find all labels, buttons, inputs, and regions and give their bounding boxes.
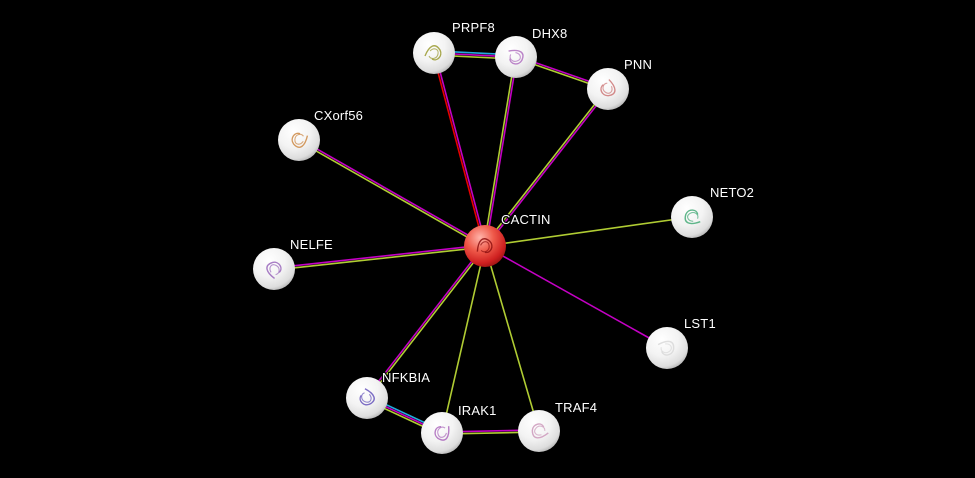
protein-structure-glyph bbox=[600, 79, 616, 97]
edge-line-textmining bbox=[483, 87, 608, 247]
node-label-CXorf56: CXorf56 bbox=[314, 108, 363, 123]
node-sphere bbox=[421, 412, 463, 454]
node-sphere bbox=[495, 36, 537, 78]
edge-line-textmining bbox=[297, 140, 486, 248]
node-label-CACTIN: CACTIN bbox=[501, 212, 551, 227]
edge-DHX8-CACTIN[interactable] bbox=[483, 56, 518, 247]
protein-structure-glyph bbox=[657, 340, 675, 356]
node-IRAK1[interactable] bbox=[421, 412, 463, 454]
edge-line-textmining bbox=[484, 216, 693, 247]
node-label-PRPF8: PRPF8 bbox=[452, 20, 495, 35]
node-CXorf56[interactable] bbox=[278, 119, 320, 161]
node-sphere bbox=[646, 327, 688, 369]
edge-IRAK1-CACTIN[interactable] bbox=[441, 245, 486, 434]
node-sphere bbox=[518, 410, 560, 452]
node-DHX8[interactable] bbox=[495, 36, 537, 78]
edge-line-experiments bbox=[484, 245, 668, 349]
edge-NELFE-CACTIN[interactable] bbox=[273, 244, 486, 271]
node-sphere bbox=[671, 196, 713, 238]
nodes-layer bbox=[253, 32, 713, 454]
node-NFKBIA[interactable] bbox=[346, 377, 388, 419]
node-CACTIN[interactable] bbox=[464, 225, 506, 267]
edge-line-experiments bbox=[485, 88, 610, 248]
edge-line-experiments bbox=[365, 244, 485, 399]
protein-structure-glyph bbox=[434, 426, 450, 441]
node-LST1[interactable] bbox=[646, 327, 688, 369]
edge-NETO2-CACTIN[interactable] bbox=[484, 216, 693, 247]
edge-line-fusion bbox=[432, 52, 485, 248]
edge-TRAF4-CACTIN[interactable] bbox=[484, 245, 540, 432]
protein-structure-glyph bbox=[531, 423, 549, 439]
edge-line-textmining bbox=[441, 245, 486, 434]
node-sphere bbox=[278, 119, 320, 161]
edge-LST1-CACTIN[interactable] bbox=[484, 245, 668, 349]
node-sphere bbox=[413, 32, 455, 74]
protein-structure-glyph bbox=[291, 132, 309, 148]
node-label-IRAK1: IRAK1 bbox=[458, 403, 497, 418]
protein-structure-glyph bbox=[508, 49, 524, 65]
node-TRAF4[interactable] bbox=[518, 410, 560, 452]
protein-structure-glyph bbox=[424, 45, 442, 61]
node-PNN[interactable] bbox=[587, 68, 629, 110]
edge-line-experiments bbox=[434, 51, 487, 247]
edge-line-experiments bbox=[298, 138, 487, 246]
protein-structure-glyph bbox=[684, 209, 701, 225]
edge-PRPF8-CACTIN[interactable] bbox=[432, 51, 487, 248]
edge-line-textmining bbox=[367, 245, 487, 400]
node-PRPF8[interactable] bbox=[413, 32, 455, 74]
protein-structure-glyph bbox=[359, 388, 375, 406]
edge-CXorf56-CACTIN[interactable] bbox=[297, 138, 487, 248]
node-label-LST1: LST1 bbox=[684, 316, 716, 331]
edge-line-textmining bbox=[273, 246, 486, 271]
node-NELFE[interactable] bbox=[253, 248, 295, 290]
node-label-TRAF4: TRAF4 bbox=[555, 400, 597, 415]
node-label-NELFE: NELFE bbox=[290, 237, 333, 252]
edge-NFKBIA-CACTIN[interactable] bbox=[365, 244, 487, 400]
node-label-NFKBIA: NFKBIA bbox=[382, 370, 430, 385]
edge-line-textmining bbox=[483, 56, 516, 247]
node-sphere bbox=[464, 225, 506, 267]
node-NETO2[interactable] bbox=[671, 196, 713, 238]
edge-line-experiments bbox=[273, 244, 486, 269]
node-label-NETO2: NETO2 bbox=[710, 185, 754, 200]
protein-structure-glyph bbox=[476, 238, 493, 254]
node-sphere bbox=[253, 248, 295, 290]
node-label-PNN: PNN bbox=[624, 57, 652, 72]
node-sphere bbox=[346, 377, 388, 419]
edge-line-experiments bbox=[485, 56, 518, 247]
edge-line-textmining bbox=[484, 245, 540, 432]
node-label-DHX8: DHX8 bbox=[532, 26, 567, 41]
node-sphere bbox=[587, 68, 629, 110]
edge-PNN-CACTIN[interactable] bbox=[483, 87, 610, 248]
protein-structure-glyph bbox=[266, 261, 282, 280]
